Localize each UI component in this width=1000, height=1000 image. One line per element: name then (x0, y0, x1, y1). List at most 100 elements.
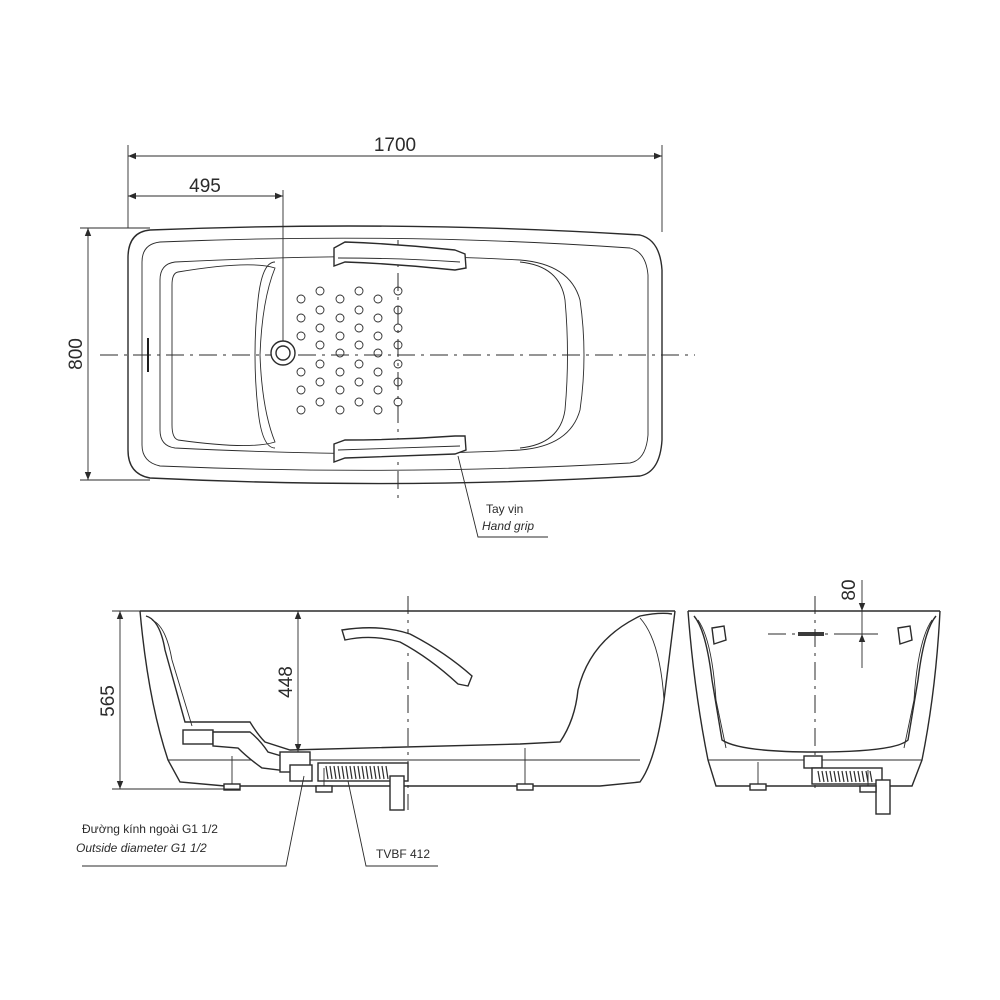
anti-slip-dot (354, 359, 364, 369)
side-foot-end-inner (639, 617, 665, 701)
hose-coil-line (869, 770, 873, 783)
dim-1700-label: 1700 (374, 135, 416, 156)
anti-slip-dot (373, 367, 383, 377)
hose-coil-line (837, 770, 841, 783)
anti-slip-dot (393, 323, 403, 333)
plan-view: 1700 495 800 Tay vịn Hand grip (66, 135, 695, 538)
end-elevation-view: 80 (687, 579, 941, 815)
anti-slip-dot (315, 340, 325, 350)
hose-coil-line (357, 765, 361, 780)
anti-slip-dots (296, 286, 403, 415)
outside-diameter-leader (82, 775, 305, 867)
anti-slip-dot (393, 286, 403, 296)
side-inner-basin (145, 612, 673, 751)
hand-grip-top (333, 241, 467, 271)
anti-slip-dot (315, 323, 325, 333)
hose-coil-line (377, 765, 381, 780)
anti-slip-dot (393, 340, 403, 350)
drain-assembly (182, 729, 409, 811)
anti-slip-dot (296, 405, 306, 415)
anti-slip-dot (373, 331, 383, 341)
anti-slip-dot (335, 367, 345, 377)
hose-coil-line (329, 765, 333, 780)
hose-coil-line (345, 765, 349, 780)
anti-slip-dot (296, 385, 306, 395)
anti-slip-dot (315, 359, 325, 369)
support-legs (223, 748, 534, 793)
end-drain-outlet-pipe (875, 779, 891, 815)
plan-headrest (171, 264, 276, 446)
dim-80-label: 80 (839, 579, 860, 600)
hose-coil-line (833, 770, 837, 783)
hose-coil-line (829, 770, 833, 783)
anti-slip-dot (335, 385, 345, 395)
hose-coil-line (349, 765, 353, 780)
hose-coil-line (333, 765, 337, 780)
anti-slip-dot (354, 286, 364, 296)
drain-model-leader (347, 780, 438, 867)
anti-slip-dot (296, 294, 306, 304)
end-drain-body (803, 755, 823, 769)
anti-slip-dot (315, 397, 325, 407)
drain-outlet-pipe (389, 775, 405, 811)
plan-basin-outline (159, 256, 585, 454)
anti-slip-dot (393, 397, 403, 407)
side-hand-grip (341, 627, 473, 687)
plan-inner-rim (141, 237, 649, 471)
side-backrest-inner (151, 619, 193, 727)
dim-448-label: 448 (276, 666, 297, 698)
dim-800-label: 800 (66, 338, 87, 370)
hose-coil-line (853, 770, 857, 783)
anti-slip-dot (393, 359, 403, 369)
anti-slip-dot (373, 313, 383, 323)
anti-slip-dot (315, 377, 325, 387)
hand-grip-leader (457, 455, 548, 538)
anti-slip-dot (354, 377, 364, 387)
end-grip-right (897, 625, 913, 645)
hose-coil-line (341, 765, 345, 780)
hand-grip-label-vi: Tay vịn (486, 502, 523, 516)
hose-coil-line (361, 765, 365, 780)
anti-slip-dot (354, 397, 364, 407)
hose-coil-line (861, 770, 865, 783)
anti-slip-dot (373, 348, 383, 358)
anti-slip-dot (296, 367, 306, 377)
hose-coil-line (373, 765, 377, 780)
end-grip-left (711, 625, 727, 645)
hose-coil-line (857, 770, 861, 783)
anti-slip-dot (373, 405, 383, 415)
anti-slip-dot (354, 323, 364, 333)
drain-inner-ring (275, 345, 291, 361)
hose-coil-line (821, 770, 825, 783)
hose-coil-line (337, 765, 341, 780)
anti-slip-dot (335, 348, 345, 358)
anti-slip-dot (393, 305, 403, 315)
hose-coil-line (825, 770, 829, 783)
drain-flexible-hose (325, 765, 389, 780)
hose-coil-line (845, 770, 849, 783)
anti-slip-dot (315, 305, 325, 315)
hose-coil-line (353, 765, 357, 780)
anti-slip-dot (373, 385, 383, 395)
hand-grip-bottom (333, 435, 467, 463)
anti-slip-dot (335, 405, 345, 415)
side-outer-shell (139, 610, 676, 787)
anti-slip-dot (296, 331, 306, 341)
hose-coil-line (849, 770, 853, 783)
anti-slip-dot (393, 377, 403, 387)
anti-slip-dot (335, 313, 345, 323)
plan-outer-rim (127, 225, 663, 485)
hose-coil-line (365, 765, 369, 780)
hose-coil-line (817, 770, 821, 783)
end-inner-left (697, 619, 727, 749)
hose-coil-line (385, 765, 389, 780)
anti-slip-dot (354, 305, 364, 315)
hand-grip-label-en: Hand grip (482, 519, 534, 533)
end-overflow-slot (798, 632, 824, 636)
anti-slip-dot (335, 294, 345, 304)
hose-coil-line (841, 770, 845, 783)
end-outer-shell (687, 610, 941, 787)
hose-coil-line (325, 765, 329, 780)
dim-495-label: 495 (189, 176, 221, 197)
